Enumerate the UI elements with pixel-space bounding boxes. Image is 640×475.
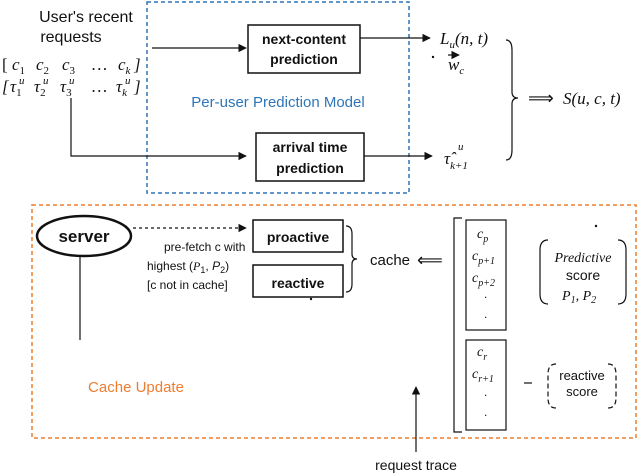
- svg-text:τ3: τ3: [60, 77, 72, 99]
- next-content-line2: prediction: [270, 51, 338, 67]
- prefetch-line2: highest (P1, P2): [147, 259, 229, 275]
- cache-update-title: Cache Update: [88, 379, 184, 396]
- user-requests-title-line2: requests: [40, 29, 101, 46]
- predictive-score-left-bracket: [539, 239, 549, 305]
- user-requests-title-line1: User's recent: [39, 9, 133, 26]
- reactive-score-line2: score: [566, 384, 598, 399]
- list-item-cp1: cp+1: [472, 249, 495, 267]
- svg-text:[: [: [2, 77, 10, 96]
- output-brace: [505, 39, 519, 161]
- svg-text:τ1: τ1: [10, 77, 22, 99]
- svg-text:τk: τk: [116, 77, 128, 99]
- list-dot-1: .: [484, 287, 487, 301]
- arrival-time-line1: arrival time: [273, 139, 348, 155]
- prediction-model-title: Per-user Prediction Model: [191, 94, 364, 111]
- predictive-score-line1: Predictive: [553, 251, 611, 266]
- reactive-score-left-bracket: [547, 363, 557, 409]
- svg-text:u: u: [19, 75, 25, 87]
- proactive-list-box: [465, 219, 507, 331]
- list-dot-2: .: [484, 307, 487, 321]
- reactive-label: reactive: [272, 275, 325, 291]
- prefetch-line3: [c not in cache]: [147, 278, 228, 292]
- list-item-cr: cr: [477, 345, 487, 363]
- server-node: [35, 214, 133, 258]
- content-row-open: [: [2, 55, 8, 74]
- svg-text:u: u: [125, 75, 131, 87]
- list-dot-3: .: [484, 385, 487, 399]
- svg-text:…: …: [92, 77, 107, 96]
- next-content-box: [247, 24, 361, 74]
- svg-text:]: ]: [133, 55, 141, 74]
- list-item-cp2: cp+2: [472, 271, 495, 289]
- list-item-cr1: cr+1: [472, 367, 494, 385]
- score-S: S(u, c, t): [563, 89, 621, 108]
- output-tau-sup: u: [458, 141, 464, 153]
- time-row: [ τ1 u τ2 u τ3 u … τk u ]: [2, 75, 141, 99]
- svg-text:…: …: [92, 55, 107, 74]
- list-item-cp: cp: [477, 227, 488, 245]
- svg-text:c3: c3: [62, 55, 76, 77]
- svg-text:]: ]: [133, 77, 141, 96]
- svg-text:u: u: [43, 75, 49, 87]
- arrival-time-box: [255, 132, 365, 182]
- cache-bracket: [453, 217, 462, 433]
- output-L: Lu(n, t): [439, 29, 488, 51]
- predictive-score-line2: score: [566, 267, 600, 283]
- server-label: server: [58, 227, 109, 246]
- prediction-model-region: [146, 1, 410, 194]
- output-tau: τ̂k+1: [444, 149, 468, 172]
- next-content-line1: next-content: [262, 31, 346, 47]
- list-dot-4: .: [484, 405, 487, 419]
- cache-left-arrow: ⟸: [417, 250, 443, 270]
- reactive-list-box: [465, 339, 507, 431]
- implies-arrow: ⟹: [528, 88, 554, 108]
- arrow-to-arrival-time: [70, 98, 247, 161]
- dot-mark-2: [309, 297, 313, 301]
- cache-label: cache: [370, 252, 410, 269]
- output-w: wc: [448, 55, 464, 77]
- reactive-score-line1: reactive: [559, 368, 605, 383]
- svg-text:τ2: τ2: [34, 77, 46, 99]
- predictive-score-right-bracket: [617, 239, 627, 305]
- svg-text:c2: c2: [36, 55, 49, 77]
- request-trace-label: request trace: [375, 457, 457, 473]
- dot-mark-3: [594, 224, 598, 228]
- reactive-box: [252, 264, 344, 298]
- reactive-score-right-bracket: [607, 363, 617, 409]
- svg-text:u: u: [69, 75, 75, 87]
- svg-text:c1: c1: [12, 55, 25, 77]
- prefetch-line1: pre-fetch c with: [164, 240, 245, 254]
- predictive-score-p: P1, P2: [561, 289, 596, 306]
- svg-text:ck: ck: [118, 55, 132, 77]
- cache-update-region: [31, 204, 637, 439]
- proactive-label: proactive: [267, 229, 329, 245]
- arrival-time-line2: prediction: [276, 160, 344, 176]
- content-row: c1 c2 c3 … ck ]: [12, 55, 141, 77]
- proactive-box: [252, 219, 344, 253]
- cache-brace: [345, 225, 358, 293]
- dot-mark: [431, 55, 435, 59]
